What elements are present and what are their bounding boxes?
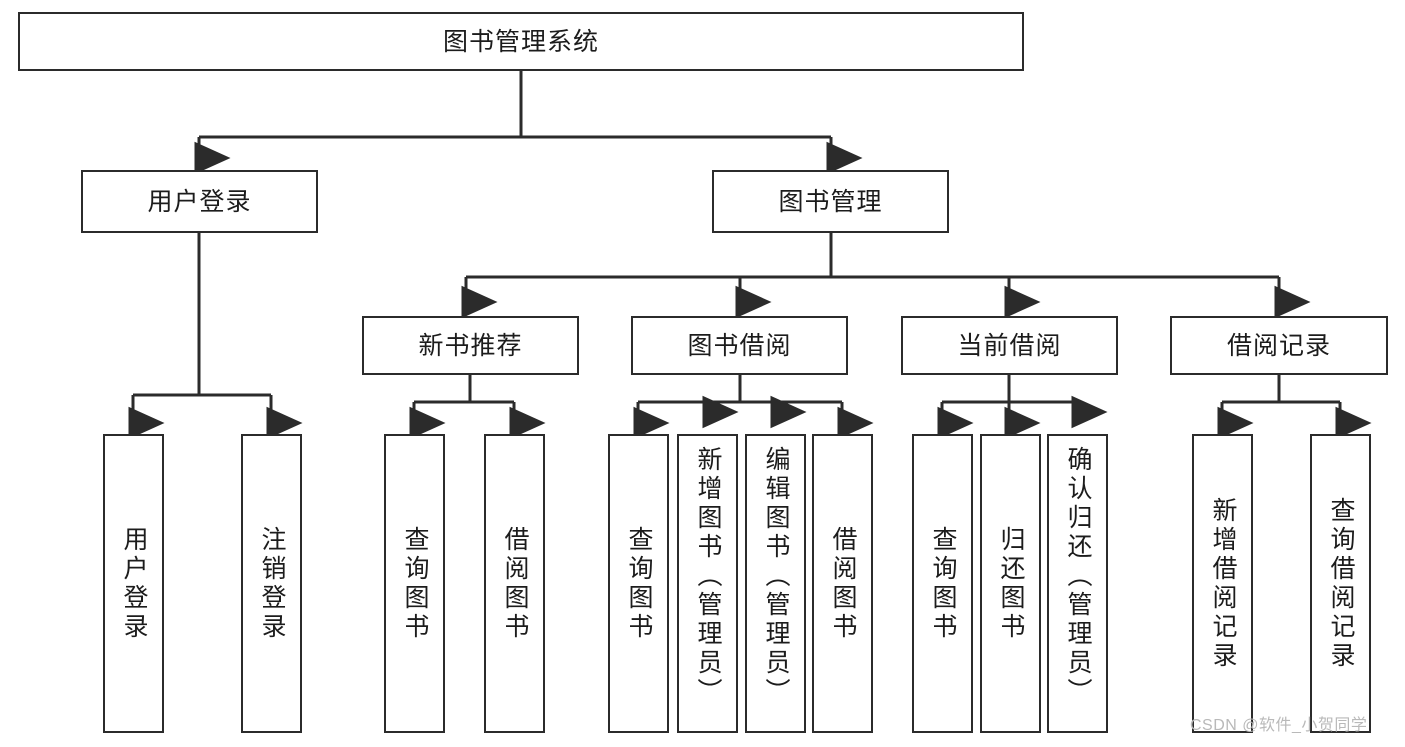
leaf-borrow-edit-book-admin[interactable]: 编辑图书（管理员） bbox=[745, 434, 806, 733]
node-current-borrow[interactable]: 当前借阅 bbox=[901, 316, 1118, 375]
leaf-borrow-add-book-admin[interactable]: 新增图书（管理员） bbox=[677, 434, 738, 733]
node-label: 图书管理系统 bbox=[442, 27, 599, 56]
node-label: 图书管理 bbox=[778, 187, 883, 216]
node-label: 借阅记录 bbox=[1226, 331, 1331, 360]
node-label: 查询图书 bbox=[625, 525, 653, 642]
leaf-record-add-record[interactable]: 新增借阅记录 bbox=[1192, 434, 1253, 733]
node-borrow-record[interactable]: 借阅记录 bbox=[1170, 316, 1388, 375]
node-label: 借阅图书 bbox=[501, 525, 529, 642]
leaf-recommend-borrow-book[interactable]: 借阅图书 bbox=[484, 434, 545, 733]
node-label: 新增借阅记录 bbox=[1209, 496, 1237, 671]
node-label: 新书推荐 bbox=[418, 331, 523, 360]
leaf-user-login-signout[interactable]: 注销登录 bbox=[241, 434, 302, 733]
leaf-borrow-borrow-book[interactable]: 借阅图书 bbox=[812, 434, 873, 733]
node-label: 注销登录 bbox=[258, 525, 286, 642]
node-user-login[interactable]: 用户登录 bbox=[81, 170, 318, 233]
node-root-book-management-system[interactable]: 图书管理系统 bbox=[18, 12, 1024, 71]
node-book-borrow[interactable]: 图书借阅 bbox=[631, 316, 848, 375]
leaf-current-return-book[interactable]: 归还图书 bbox=[980, 434, 1041, 733]
leaf-user-login-signin[interactable]: 用户登录 bbox=[103, 434, 164, 733]
node-new-book-recommend[interactable]: 新书推荐 bbox=[362, 316, 579, 375]
node-label: 当前借阅 bbox=[957, 331, 1062, 360]
node-label: 查询图书 bbox=[401, 525, 429, 642]
leaf-recommend-query-book[interactable]: 查询图书 bbox=[384, 434, 445, 733]
leaf-borrow-query-book[interactable]: 查询图书 bbox=[608, 434, 669, 733]
node-label: 确认归还（管理员） bbox=[1064, 446, 1092, 707]
node-label: 新增图书（管理员） bbox=[694, 446, 722, 707]
node-book-management[interactable]: 图书管理 bbox=[712, 170, 949, 233]
node-label: 归还图书 bbox=[997, 525, 1025, 642]
node-label: 图书借阅 bbox=[687, 331, 792, 360]
node-label: 查询借阅记录 bbox=[1327, 496, 1355, 671]
node-label: 编辑图书（管理员） bbox=[762, 446, 790, 707]
node-label: 用户登录 bbox=[120, 525, 148, 642]
leaf-current-confirm-return-admin[interactable]: 确认归还（管理员） bbox=[1047, 434, 1108, 733]
leaf-current-query-book[interactable]: 查询图书 bbox=[912, 434, 973, 733]
leaf-record-query-record[interactable]: 查询借阅记录 bbox=[1310, 434, 1371, 733]
node-label: 查询图书 bbox=[929, 525, 957, 642]
node-label: 借阅图书 bbox=[829, 525, 857, 642]
node-label: 用户登录 bbox=[147, 187, 252, 216]
